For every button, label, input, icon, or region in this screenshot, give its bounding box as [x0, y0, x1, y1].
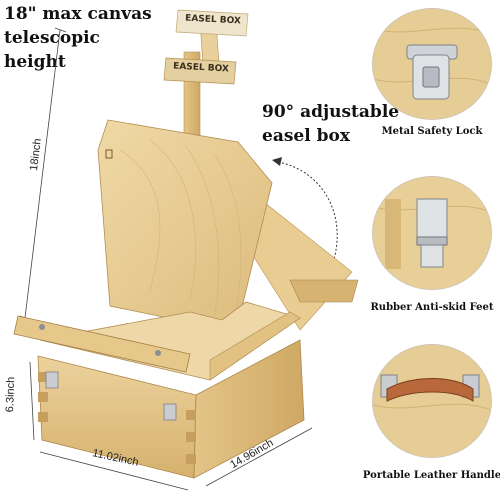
leather-handle-photo: [372, 344, 492, 458]
headline-line-1: 18" max canvas: [4, 4, 152, 24]
feature-label-feet: Rubber Anti-skid Feet: [370, 302, 494, 313]
lid-clip: [105, 149, 113, 159]
adjustable-angle-headline: 90° adjustable easel box: [262, 100, 399, 148]
latch-left: [45, 371, 59, 389]
metal-lock-icon: [373, 9, 491, 119]
box-height-label: 6.3inch: [4, 376, 18, 413]
telescopic-height-headline: 18" max canvas telescopic height: [4, 2, 152, 74]
feature-label-handle: Portable Leather Handle: [362, 470, 500, 481]
dovetail-joints: [38, 372, 196, 464]
metal-lock-photo: [372, 8, 492, 120]
antiskid-feet-photo: [372, 176, 492, 290]
headline-right-line-1: 90° adjustable: [262, 102, 400, 122]
height-dimension-line: [19, 27, 67, 321]
feature-label-lock: Metal Safety Lock: [381, 126, 483, 137]
headline-line-2: telescopic: [4, 28, 100, 48]
top-sign-board: [175, 9, 249, 37]
hinge-foot-icon: [373, 177, 491, 289]
box-interior-wall: [209, 311, 301, 381]
lower-sign-board: [163, 57, 237, 85]
latch-right: [163, 403, 177, 421]
ledge-screw-left: [39, 324, 45, 330]
box-height-line: [29, 361, 35, 441]
leather-handle-icon: [373, 345, 491, 457]
headline-line-3: height: [4, 52, 66, 72]
depth-line: [205, 427, 313, 487]
drawer-front: [289, 279, 359, 303]
width-line: [39, 451, 189, 491]
headline-right-line-2: easel box: [262, 126, 350, 146]
box-side: [193, 339, 305, 479]
easel-lid: [97, 119, 273, 333]
canvas-ledge: [13, 315, 191, 373]
angle-arrow-head: [272, 157, 282, 166]
ledge-screw-right: [155, 350, 161, 356]
lid-grain: [119, 139, 242, 321]
